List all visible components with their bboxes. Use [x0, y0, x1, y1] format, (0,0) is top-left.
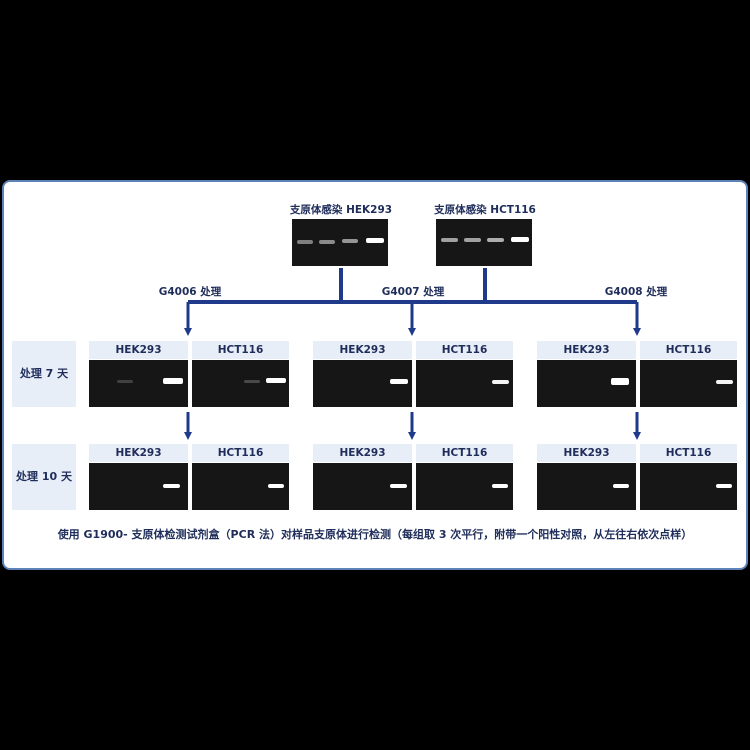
figure-caption: 使用 G1900- 支原体检测试剂盒（PCR 法）对样品支原体进行检测（每组取 …: [57, 528, 693, 541]
infected-hek293-gel: [292, 219, 388, 266]
band: [441, 238, 458, 242]
band: [390, 484, 407, 488]
gel-g4008-day7-hct116: [640, 360, 737, 407]
band: [487, 238, 504, 242]
header-hek293: HEK293: [537, 444, 636, 462]
header-hct116: HCT116: [416, 444, 513, 462]
band: [390, 379, 408, 384]
band: [319, 240, 335, 244]
infected-hct116-gel: [436, 219, 532, 266]
header-hct116: HCT116: [640, 341, 737, 359]
band: [163, 484, 180, 488]
header-hct116: HCT116: [640, 444, 737, 462]
band: [492, 484, 508, 488]
header-hek293: HEK293: [89, 444, 188, 462]
treatment-label-g4008: G4008 处理: [604, 286, 668, 298]
row-label-day10: 处理 10 天: [12, 444, 76, 510]
gel-g4008-day10-hek293: [537, 463, 636, 510]
gel-g4006-day7-hct116: [192, 360, 289, 407]
gel-g4006-day7-hek293: [89, 360, 188, 407]
band: [266, 378, 286, 383]
band: [366, 238, 384, 243]
gel-g4006-day10-hct116: [192, 463, 289, 510]
infected-hek293-title: 支原体感染 HEK293: [289, 204, 393, 216]
header-hek293: HEK293: [537, 341, 636, 359]
band: [716, 380, 733, 384]
band: [163, 378, 183, 384]
infected-hct116-title: 支原体感染 HCT116: [434, 204, 536, 216]
treatment-label-g4006: G4006 处理: [158, 286, 222, 298]
band: [268, 484, 284, 488]
band: [492, 380, 509, 384]
header-hek293: HEK293: [313, 444, 412, 462]
gel-g4008-day7-hek293: [537, 360, 636, 407]
band: [613, 484, 629, 488]
treatment-label-g4007: G4007 处理: [381, 286, 445, 298]
gel-g4007-day7-hek293: [313, 360, 412, 407]
band: [611, 378, 629, 385]
gel-g4007-day7-hct116: [416, 360, 513, 407]
row-label-day7: 处理 7 天: [12, 341, 76, 407]
gel-g4006-day10-hek293: [89, 463, 188, 510]
gel-g4008-day10-hct116: [640, 463, 737, 510]
header-hct116: HCT116: [192, 444, 289, 462]
header-hek293: HEK293: [89, 341, 188, 359]
gel-g4007-day10-hct116: [416, 463, 513, 510]
header-hct116: HCT116: [416, 341, 513, 359]
band: [464, 238, 481, 242]
band: [297, 240, 313, 244]
band: [716, 484, 732, 488]
band: [117, 380, 133, 383]
gel-g4007-day10-hek293: [313, 463, 412, 510]
band: [244, 380, 260, 383]
band: [342, 239, 358, 243]
header-hct116: HCT116: [192, 341, 289, 359]
header-hek293: HEK293: [313, 341, 412, 359]
band: [511, 237, 529, 242]
